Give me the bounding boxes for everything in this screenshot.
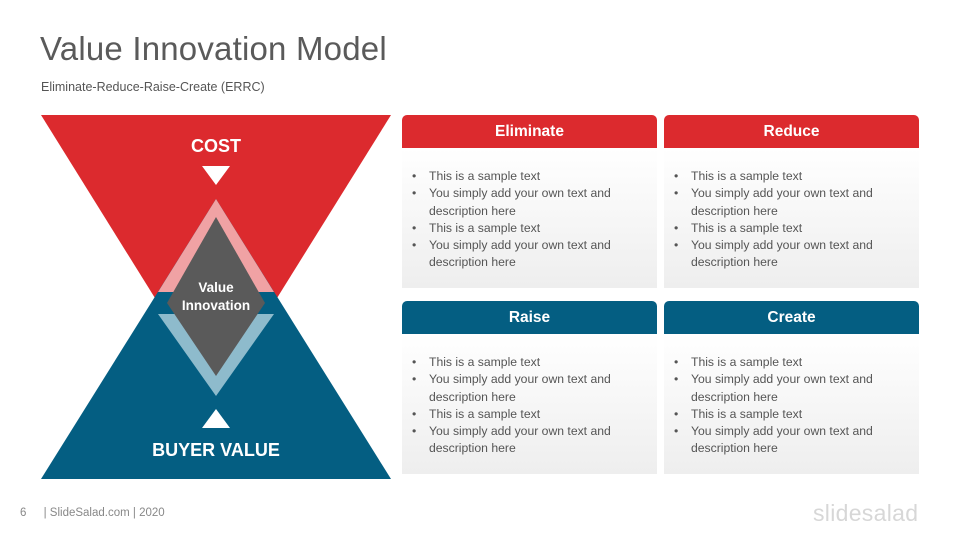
slidesalad-logo: slidesalad bbox=[813, 500, 919, 526]
up-arrow-icon bbox=[202, 409, 230, 428]
card-body: This is a sample textYou simply add your… bbox=[664, 148, 919, 288]
bullet-item: You simply add your own text and descrip… bbox=[412, 423, 643, 458]
card-header: Raise bbox=[402, 301, 657, 334]
bullet-item: You simply add your own text and descrip… bbox=[674, 371, 905, 406]
bullet-item: This is a sample text bbox=[674, 168, 905, 186]
bullet-item: You simply add your own text and descrip… bbox=[674, 423, 905, 458]
bullet-item: This is a sample text bbox=[674, 406, 905, 424]
bullet-item: You simply add your own text and descrip… bbox=[412, 237, 643, 272]
value-innovation-label-line1: Value bbox=[198, 280, 234, 295]
card-body: This is a sample textYou simply add your… bbox=[402, 148, 657, 288]
bullet-item: This is a sample text bbox=[412, 220, 643, 238]
slide-subtitle: Eliminate-Reduce-Raise-Create (ERRC) bbox=[41, 80, 265, 94]
cost-label: COST bbox=[191, 136, 241, 156]
slide-title: Value Innovation Model bbox=[40, 30, 387, 67]
value-innovation-label-line2: Innovation bbox=[182, 298, 250, 313]
bullet-item: This is a sample text bbox=[674, 354, 905, 372]
footer: 6 | SlideSalad.com | 2020 bbox=[20, 507, 165, 519]
page-number: 6 bbox=[20, 507, 27, 519]
bullet-item: This is a sample text bbox=[674, 220, 905, 238]
card-header: Eliminate bbox=[402, 115, 657, 148]
bullet-item: You simply add your own text and descrip… bbox=[674, 185, 905, 220]
value-innovation-diamond bbox=[167, 217, 265, 376]
card-header: Reduce bbox=[664, 115, 919, 148]
bullet-item: You simply add your own text and descrip… bbox=[412, 185, 643, 220]
bullet-item: This is a sample text bbox=[412, 168, 643, 186]
bullet-item: You simply add your own text and descrip… bbox=[674, 237, 905, 272]
card-body: This is a sample textYou simply add your… bbox=[664, 334, 919, 474]
footer-text: | SlideSalad.com | 2020 bbox=[43, 507, 165, 519]
card-raise: Raise This is a sample textYou simply ad… bbox=[402, 301, 657, 474]
down-arrow-icon bbox=[202, 166, 230, 185]
bullet-item: This is a sample text bbox=[412, 354, 643, 372]
bullet-item: You simply add your own text and descrip… bbox=[412, 371, 643, 406]
card-create: Create This is a sample textYou simply a… bbox=[664, 301, 919, 474]
card-body: This is a sample textYou simply add your… bbox=[402, 334, 657, 474]
card-header: Create bbox=[664, 301, 919, 334]
card-reduce: Reduce This is a sample textYou simply a… bbox=[664, 115, 919, 288]
buyer-value-label: BUYER VALUE bbox=[152, 440, 280, 460]
bullet-item: This is a sample text bbox=[412, 406, 643, 424]
card-eliminate: Eliminate This is a sample textYou simpl… bbox=[402, 115, 657, 288]
